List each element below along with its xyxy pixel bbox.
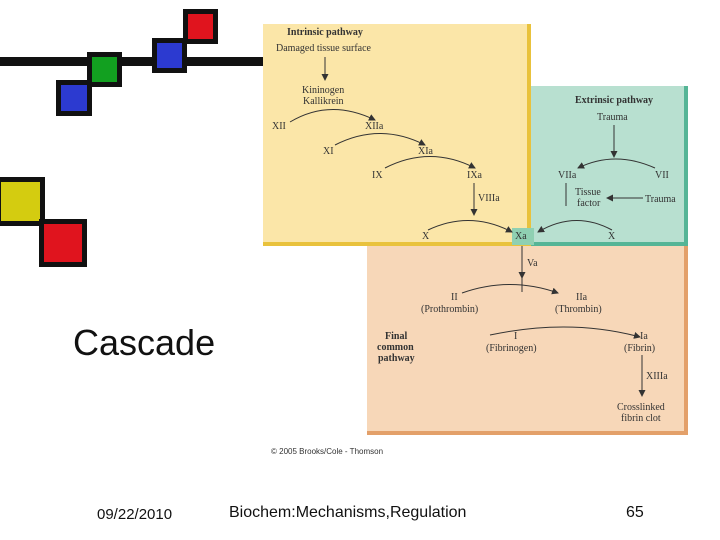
arrow-ii-iia	[461, 284, 559, 295]
image-credit: © 2005 Brooks/Cole - Thomson	[271, 447, 384, 456]
kininogen-label: Kininogen	[302, 85, 345, 96]
factor-label: factor	[577, 198, 601, 209]
factor-x-intrinsic-label: X	[422, 231, 430, 242]
arrow-vii-viia	[577, 158, 656, 169]
final-title-line3: pathway	[378, 353, 415, 364]
fibrin-label: (Fibrin)	[624, 343, 656, 354]
decor-square-blue-left	[56, 80, 92, 116]
factor-x-extrinsic-label: X	[608, 231, 616, 242]
factor-ia-label: Ia	[640, 331, 648, 342]
final-title-line1: Final	[385, 331, 408, 342]
intrinsic-start-label: Damaged tissue surface	[276, 43, 371, 54]
factor-vii-label: VII	[655, 170, 669, 181]
footer-date: 09/22/2010	[97, 506, 173, 523]
arrow-ix-ixa	[384, 156, 476, 169]
fibrinogen-label: (Fibrinogen)	[486, 343, 537, 354]
arrow-x-xa-extrinsic	[537, 220, 613, 233]
decor-square-red-top	[183, 9, 218, 44]
factor-xiiia-label: XIIIa	[646, 371, 668, 382]
decor-bar-top	[0, 57, 268, 66]
extrinsic-title: Extrinsic pathway	[575, 95, 654, 106]
decor-square-yellow	[0, 177, 45, 226]
factor-xia-label: XIa	[418, 146, 433, 157]
factor-xiia-label: XIIa	[365, 121, 384, 132]
page-number: 65	[626, 504, 644, 521]
factor-viiia-label: VIIIa	[478, 193, 500, 204]
final-panel	[367, 246, 688, 435]
arrow-x-xa-intrinsic	[427, 220, 513, 233]
clot-label-line2: fibrin clot	[621, 413, 661, 424]
xa-highlight	[512, 228, 534, 245]
prothrombin-label: (Prothrombin)	[421, 304, 479, 315]
factor-ii-label: II	[451, 292, 458, 303]
thrombin-label: (Thrombin)	[555, 304, 602, 315]
footer-title: Biochem:Mechanisms,Regulation	[229, 504, 467, 521]
kallikrein-label: Kallikrein	[303, 96, 344, 107]
factor-i-label: I	[514, 331, 518, 342]
tissue-label: Tissue	[575, 187, 601, 198]
factor-ix-label: IX	[372, 170, 383, 181]
arrow-xii-xiia	[289, 109, 376, 123]
arrow-i-ia	[489, 326, 641, 339]
factor-xi-label: XI	[323, 146, 334, 157]
trauma-top-label: Trauma	[597, 112, 628, 123]
decor-square-red-left	[39, 219, 87, 267]
factor-xa-label: Xa	[515, 231, 527, 242]
intrinsic-title: Intrinsic pathway	[287, 27, 363, 38]
clot-label-line1: Crosslinked	[617, 402, 665, 413]
factor-xii-label: XII	[272, 121, 286, 132]
factor-iia-label: IIa	[576, 292, 588, 303]
extrinsic-panel	[531, 86, 688, 246]
factor-viia-label: VIIa	[558, 170, 577, 181]
trauma-side-label: Trauma	[645, 194, 676, 205]
decor-square-green	[87, 52, 122, 87]
final-title-line2: common	[377, 342, 414, 353]
factor-ixa-label: IXa	[467, 170, 482, 181]
arrow-xi-xia	[334, 133, 426, 146]
slide-title: Cascade	[73, 322, 216, 363]
factor-va-label: Va	[527, 258, 538, 269]
decor-square-blue-top	[152, 38, 187, 73]
